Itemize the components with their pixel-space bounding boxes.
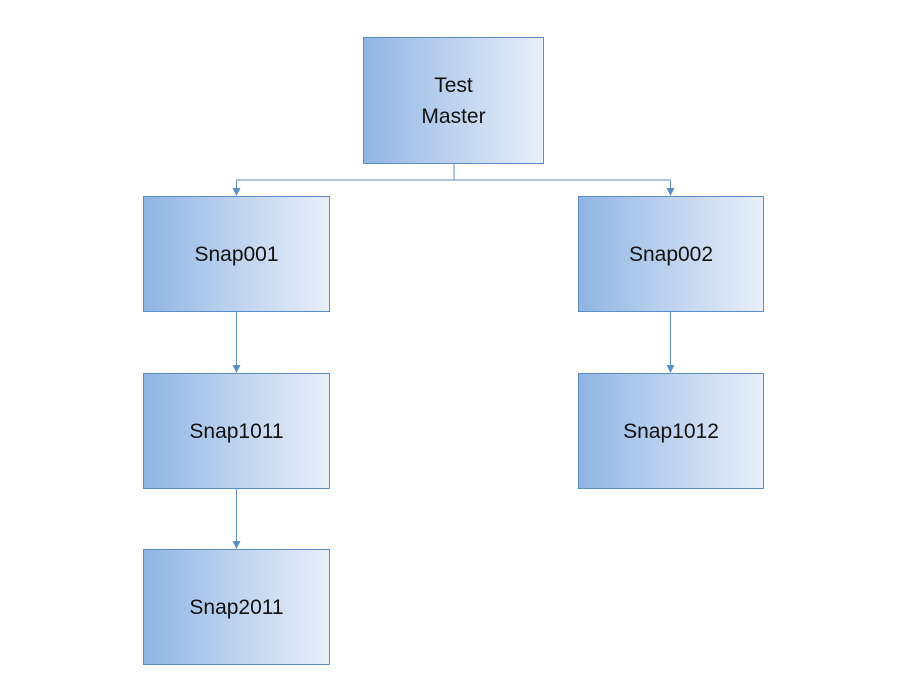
- edge-snap001-to-snap1011: [232, 312, 241, 373]
- node-snap2011: Snap2011: [143, 549, 330, 665]
- node-snap001: Snap001: [143, 196, 330, 312]
- node-test-master-label-line2: Master: [421, 104, 486, 128]
- node-snap001-label: Snap001: [194, 242, 279, 266]
- node-test-master: Test Master: [363, 37, 544, 164]
- node-snap1012-label: Snap1012: [623, 419, 719, 443]
- node-snap002: Snap002: [578, 196, 764, 312]
- node-snap002-label: Snap002: [628, 242, 714, 266]
- node-test-master-label: Test Master: [421, 70, 485, 132]
- edge-snap1011-to-snap2011: [232, 489, 241, 549]
- node-snap1012: Snap1012: [578, 373, 764, 489]
- node-test-master-label-line1: Test: [434, 73, 473, 97]
- edge-snap002-to-snap1012: [666, 312, 675, 373]
- node-snap1011-label: Snap1011: [189, 419, 284, 443]
- edge-master-to-snap002: [454, 179, 675, 196]
- node-snap1011: Snap1011: [143, 373, 330, 489]
- edge-master-to-snap001: [232, 164, 455, 196]
- node-snap2011-label: Snap2011: [189, 595, 284, 619]
